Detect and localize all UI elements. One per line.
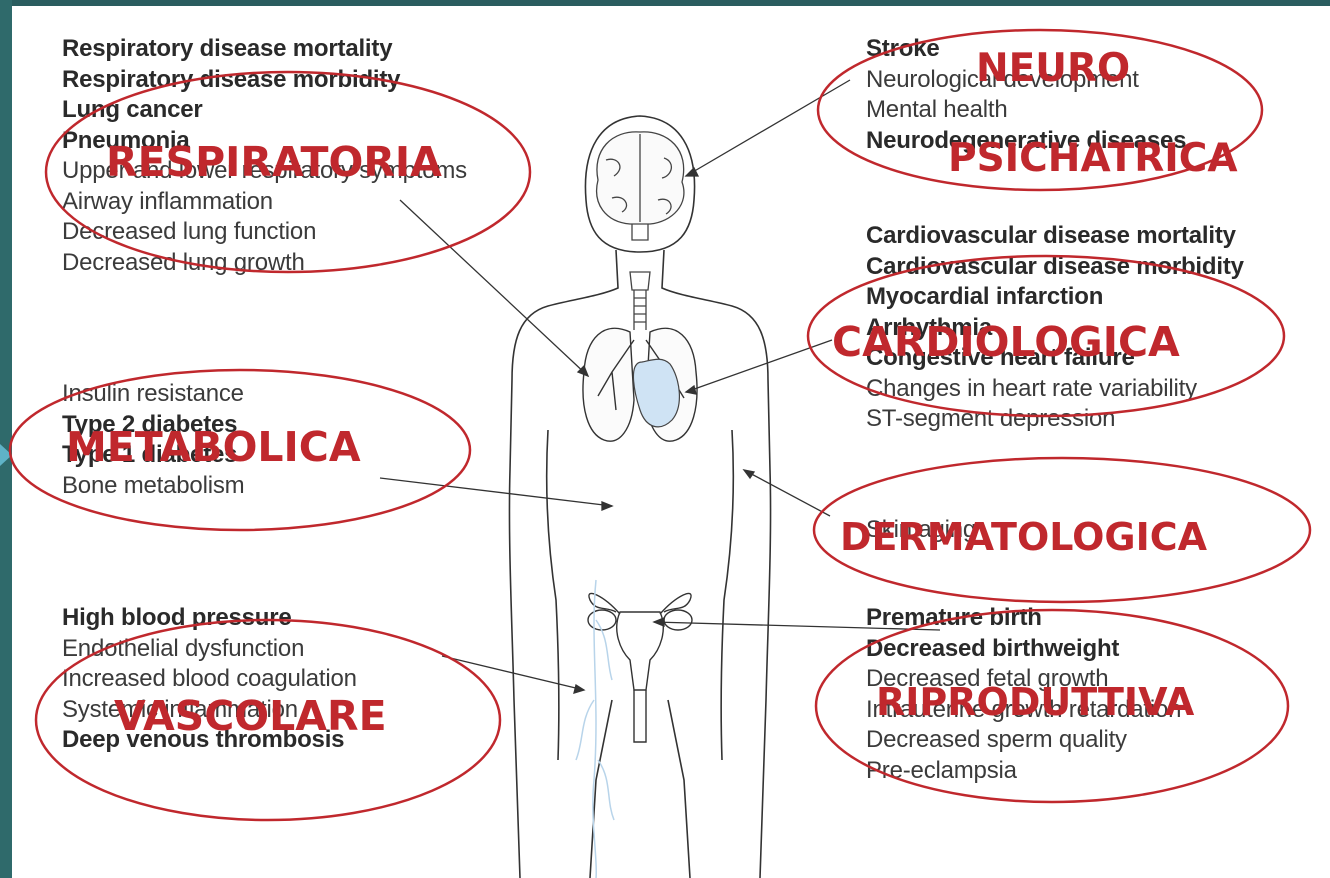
label-riproduttiva: RIPRODUTTIVA bbox=[876, 680, 1194, 724]
label-neuro-line1: NEURO bbox=[976, 46, 1130, 91]
label-neuro-line2: PSICHATRICA bbox=[948, 136, 1238, 181]
veins-icon bbox=[576, 580, 614, 878]
label-dermatologica: DERMATOLOGICA bbox=[840, 515, 1207, 559]
heart-icon bbox=[633, 359, 679, 427]
label-vascolare: VASCOLARE bbox=[114, 692, 387, 740]
brain-icon bbox=[597, 132, 684, 240]
uterus-icon bbox=[588, 593, 692, 742]
label-metabolica: METABOLICA bbox=[66, 423, 361, 471]
label-respiratoria: RESPIRATORIA bbox=[106, 138, 442, 186]
trachea-icon bbox=[630, 272, 650, 330]
label-cardiologica: CARDIOLOGICA bbox=[832, 318, 1180, 366]
body-outline bbox=[509, 116, 770, 878]
